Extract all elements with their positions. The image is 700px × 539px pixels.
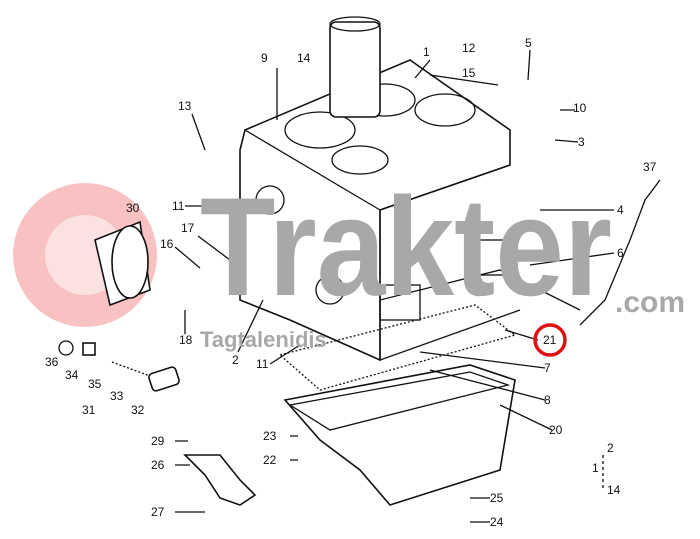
- callout-6: 6: [617, 246, 624, 260]
- assembly-legend: 2 1 14: [592, 441, 621, 497]
- callout-26: 26: [151, 458, 165, 472]
- cylinder-block: [239, 16, 581, 362]
- callout-16: 16: [160, 237, 174, 251]
- legend-top: 2: [607, 441, 614, 455]
- callout-labels: 9 14 1 12 5 15 10 3 13 37 11 30 4 17 16 …: [45, 36, 657, 529]
- callout-36: 36: [45, 355, 59, 369]
- relief-valve: [58, 340, 180, 392]
- callout-21: 21: [543, 333, 557, 347]
- callout-20: 20: [549, 423, 563, 437]
- callout-7: 7: [544, 361, 551, 375]
- legend-left: 1: [592, 461, 599, 475]
- callout-11-top: 11: [172, 199, 185, 213]
- callout-31: 31: [82, 403, 96, 417]
- watermark-sub: Tagtalenidis: [200, 327, 327, 352]
- watermark-domain: .com: [615, 286, 685, 319]
- callout-35: 35: [88, 377, 102, 391]
- leader-lines: [174, 49, 615, 523]
- callout-2: 2: [232, 353, 239, 367]
- callout-23: 23: [263, 429, 277, 443]
- callout-13: 13: [178, 99, 192, 113]
- callout-9: 9: [261, 51, 268, 65]
- callout-34: 34: [65, 368, 79, 382]
- callout-11-bottom: 11: [256, 357, 269, 371]
- callout-4: 4: [617, 203, 624, 217]
- callout-30: 30: [126, 201, 140, 215]
- callout-32: 32: [131, 403, 145, 417]
- callout-3: 3: [578, 135, 585, 149]
- callout-29: 29: [151, 434, 165, 448]
- legend-bottom: 14: [607, 483, 621, 497]
- callout-18: 18: [179, 333, 193, 347]
- callout-8: 8: [544, 393, 551, 407]
- callout-37: 37: [643, 160, 657, 174]
- oil-pipe: [183, 454, 257, 506]
- callout-24: 24: [490, 515, 504, 529]
- dipstick: [579, 179, 661, 326]
- oil-pan: [278, 304, 517, 506]
- callout-1: 1: [423, 45, 430, 59]
- callout-17: 17: [181, 221, 195, 235]
- callout-27: 27: [151, 505, 165, 519]
- callout-33: 33: [110, 389, 124, 403]
- highlighted-callout-21: 21: [533, 323, 567, 357]
- callout-10: 10: [573, 101, 587, 115]
- callout-5: 5: [525, 36, 532, 50]
- oil-filter: [94, 220, 151, 307]
- callout-15: 15: [462, 66, 476, 80]
- callout-14: 14: [297, 51, 311, 65]
- callout-25: 25: [490, 491, 504, 505]
- watermark-brand: Trakter: [200, 168, 612, 325]
- callout-22: 22: [263, 453, 277, 467]
- callout-12: 12: [462, 41, 476, 55]
